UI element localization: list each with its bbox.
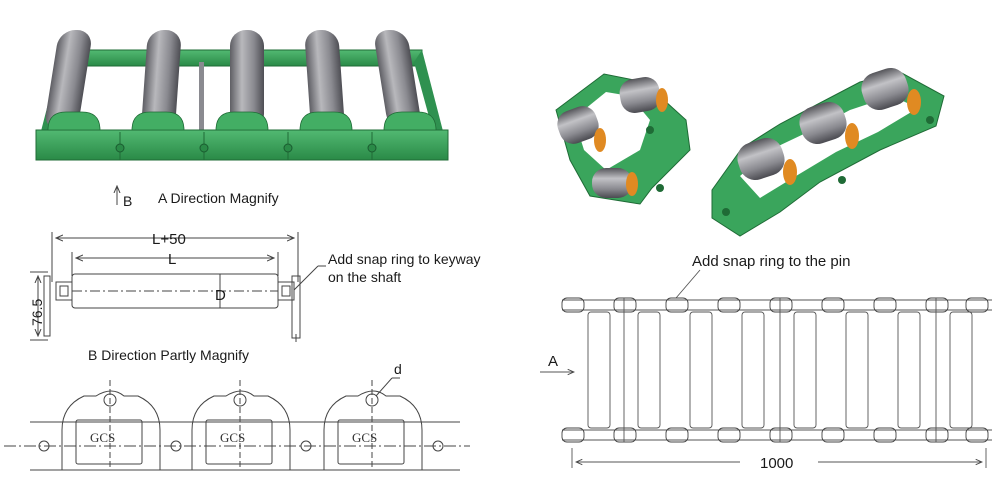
- dim-height: 76.5: [29, 299, 45, 326]
- roller-chain-3d-module-left: [555, 73, 691, 205]
- roller-chain-3d-front: [35, 30, 449, 161]
- plate-label: GCS: [220, 430, 245, 445]
- side-view-chain: [4, 377, 470, 471]
- caption-b-direction: B Direction Partly Magnify: [88, 347, 249, 363]
- plan-view-chain: [540, 269, 992, 468]
- pin-diameter-label: d: [394, 361, 402, 377]
- view-arrow-label: B: [123, 193, 132, 209]
- front-chain-plates: [35, 111, 449, 161]
- caption-a-direction: A Direction Magnify: [158, 190, 279, 206]
- plate-label: GCS: [352, 430, 377, 445]
- dim-roller-diameter: D: [215, 287, 226, 304]
- dim-roller-length: L: [168, 251, 176, 268]
- roller-chain-3d-module-right: [711, 67, 945, 237]
- plate-label: GCS: [90, 430, 115, 445]
- snap-ring-keyway-note-line2: on the shaft: [328, 269, 401, 285]
- snap-ring-keyway-note: Add snap ring to keyway: [328, 251, 481, 267]
- snap-ring-pin-note: Add snap ring to the pin: [692, 253, 850, 270]
- pitch-dimension: 1000: [760, 455, 793, 472]
- direction-a-label: A: [548, 353, 558, 370]
- b-view-drawing: [30, 232, 326, 342]
- dim-overall-length: L+50: [152, 231, 186, 248]
